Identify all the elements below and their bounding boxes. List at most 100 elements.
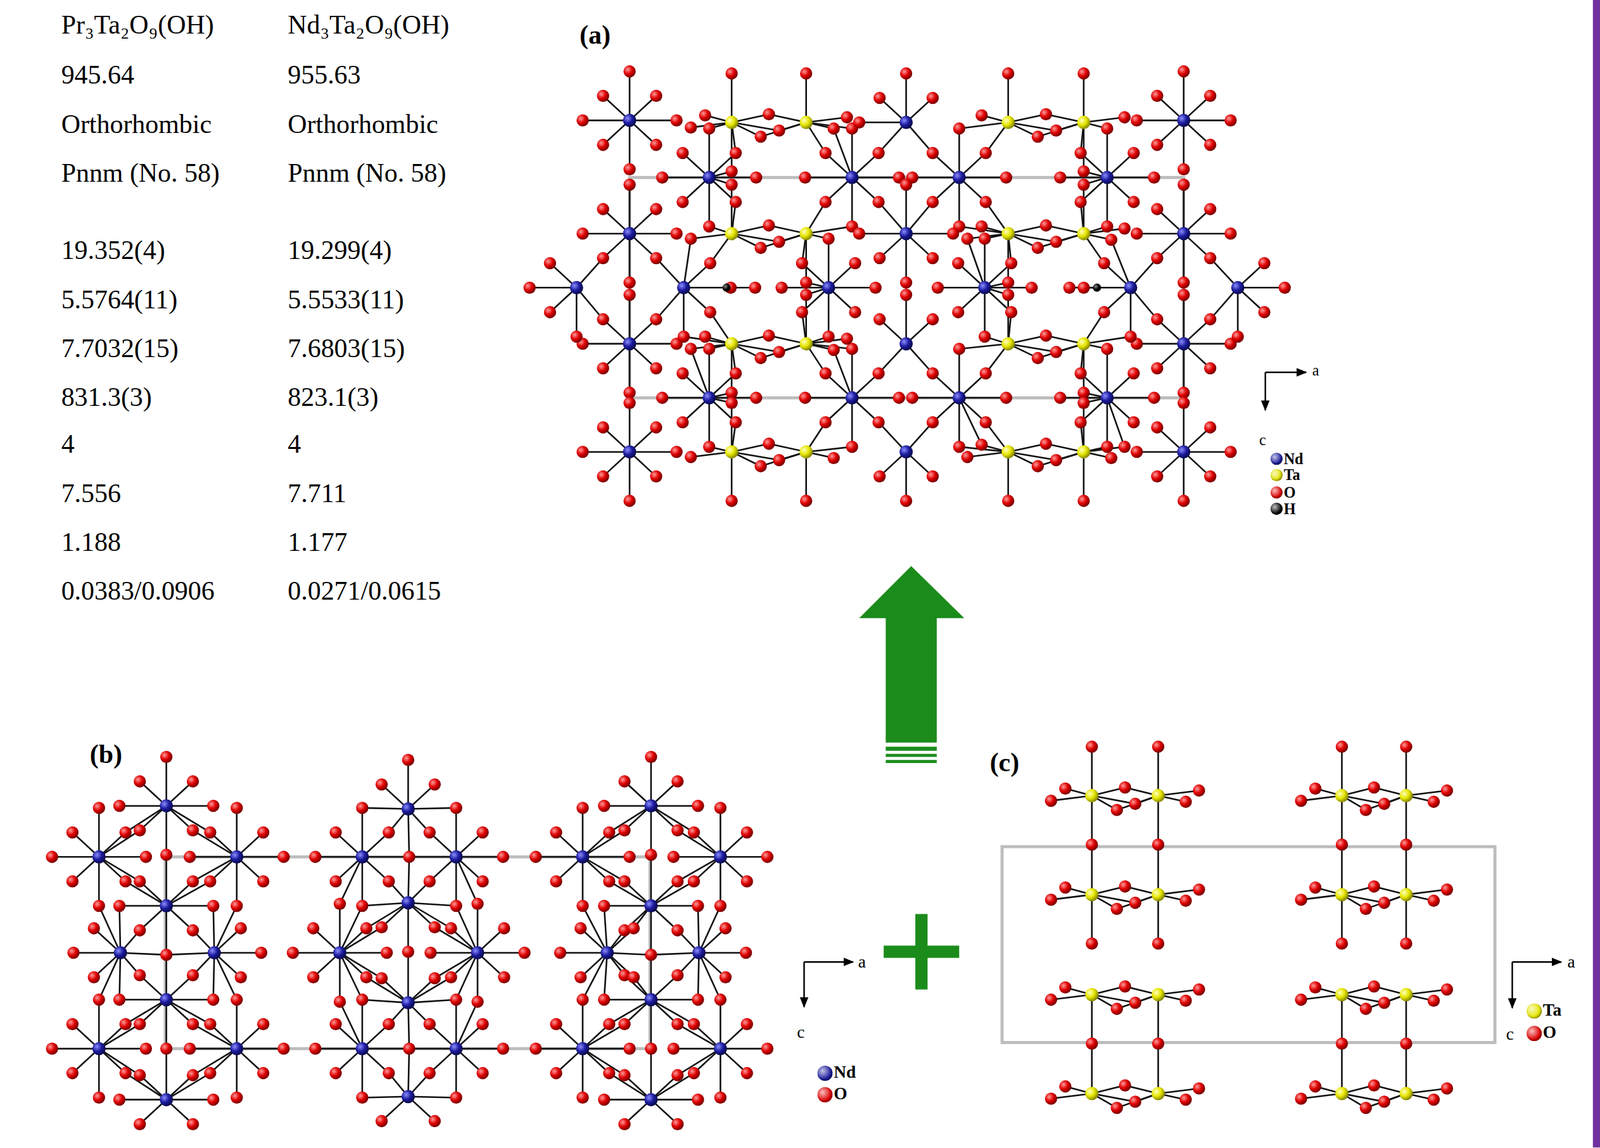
nd-atom xyxy=(644,899,658,913)
ta-atom xyxy=(1085,789,1099,803)
oxygen-atom xyxy=(234,922,248,935)
oxygen-atom xyxy=(603,826,616,839)
oxygen-atom xyxy=(1129,896,1142,909)
legend-entry: Ta xyxy=(1270,466,1301,484)
oxygen-atom xyxy=(1378,896,1391,909)
axis-label: a xyxy=(1567,952,1575,972)
legend-swatch xyxy=(1526,1026,1542,1042)
legend-swatch xyxy=(1270,469,1283,482)
bond-line xyxy=(166,905,214,908)
bond-line xyxy=(1008,343,1057,353)
bond-line xyxy=(609,881,652,907)
bond-line xyxy=(529,286,577,289)
ta-atom xyxy=(1151,1087,1165,1101)
nd-atom xyxy=(692,946,706,960)
oxygen-atom xyxy=(93,900,106,913)
bond-line xyxy=(582,1048,585,1098)
oxygen-atom xyxy=(1441,1082,1454,1095)
ta-atom xyxy=(1335,1087,1349,1101)
oxygen-atom xyxy=(762,108,775,121)
oxygen-atom xyxy=(729,416,742,429)
oxygen-atom xyxy=(207,993,220,1006)
ta-atom xyxy=(1335,789,1349,803)
nd-atom xyxy=(845,391,859,405)
oxygen-atom xyxy=(725,178,738,191)
table-cell: 7.711 xyxy=(287,478,347,510)
oxygen-atom xyxy=(1147,171,1160,184)
table-cell: 4 xyxy=(287,429,301,460)
nd-atom xyxy=(1100,171,1114,185)
bond-line xyxy=(455,857,458,906)
nd-atom xyxy=(333,946,347,960)
bond-line xyxy=(1083,336,1131,344)
oxygen-atom xyxy=(449,993,462,1006)
oxygen-atom xyxy=(186,1118,199,1131)
bond-line xyxy=(719,1048,722,1098)
bond-line xyxy=(650,955,653,1001)
axis-label: c xyxy=(1259,431,1267,450)
oxygen-atom xyxy=(1031,352,1044,365)
oxygen-atom xyxy=(423,875,436,888)
ta-atom xyxy=(1001,336,1015,351)
oxygen-atom xyxy=(1257,305,1270,318)
oxygen-atom xyxy=(1074,146,1087,159)
oxygen-atom xyxy=(444,922,457,935)
oxygen-atom xyxy=(207,800,220,813)
bond-line xyxy=(912,176,959,179)
bond-line xyxy=(339,857,362,904)
bond-line xyxy=(730,122,733,172)
bond-line xyxy=(98,1048,146,1051)
oxygen-atom xyxy=(1368,781,1381,794)
oxygen-atom xyxy=(1085,1037,1098,1050)
bond-line xyxy=(1008,233,1057,242)
bond-line xyxy=(407,857,410,903)
oxygen-atom xyxy=(1031,241,1044,254)
oxygen-atom xyxy=(423,1018,436,1031)
bond-line xyxy=(407,1000,457,1004)
nd-atom xyxy=(713,1042,728,1056)
oxygen-atom xyxy=(183,851,196,864)
nd-atom xyxy=(355,850,369,864)
oxygen-atom xyxy=(979,195,992,208)
oxygen-atom xyxy=(1224,227,1237,240)
bond-line xyxy=(1037,452,1084,467)
oxygen-atom xyxy=(676,367,689,380)
oxygen-atom xyxy=(576,227,589,240)
structure-panel xyxy=(1045,741,1454,1115)
bond-line xyxy=(983,287,986,337)
hydrogen-atom xyxy=(1092,283,1101,293)
oxygen-atom xyxy=(1111,1003,1124,1016)
oxygen-atom xyxy=(133,1069,146,1082)
table-cell: 7.556 xyxy=(61,478,121,510)
ta-atom xyxy=(1076,115,1091,130)
oxygen-atom xyxy=(1427,995,1440,1008)
oxygen-atom xyxy=(1005,257,1018,270)
oxygen-atom xyxy=(931,281,944,294)
bond-line xyxy=(1106,349,1109,398)
bond-line xyxy=(535,856,583,859)
oxygen-atom xyxy=(1002,494,1015,507)
oxygen-atom xyxy=(725,494,738,507)
bond-line xyxy=(1340,1043,1343,1094)
oxygen-atom xyxy=(1127,367,1140,380)
nd-atom xyxy=(623,114,637,128)
oxygen-atom xyxy=(1059,881,1072,894)
oxygen-atom xyxy=(1002,67,1015,80)
legend-entry: Ta xyxy=(1526,1001,1562,1021)
oxygen-atom xyxy=(1152,1037,1165,1050)
oxygen-atom xyxy=(133,775,146,788)
bond-line xyxy=(236,856,284,859)
oxygen-atom xyxy=(449,900,462,913)
ta-atom xyxy=(1076,226,1091,241)
oxygen-atom xyxy=(333,898,346,911)
oxygen-atom xyxy=(1077,178,1090,191)
bond-line xyxy=(1157,746,1160,796)
oxygen-atom xyxy=(798,171,811,184)
oxygen-atom xyxy=(375,778,388,791)
oxygen-atom xyxy=(596,313,609,326)
bond-line xyxy=(582,857,625,882)
axis-arrow xyxy=(1265,371,1307,374)
oxygen-atom xyxy=(1147,392,1160,405)
oxygen-atom xyxy=(1359,1003,1372,1016)
oxygen-atom xyxy=(186,1069,199,1082)
